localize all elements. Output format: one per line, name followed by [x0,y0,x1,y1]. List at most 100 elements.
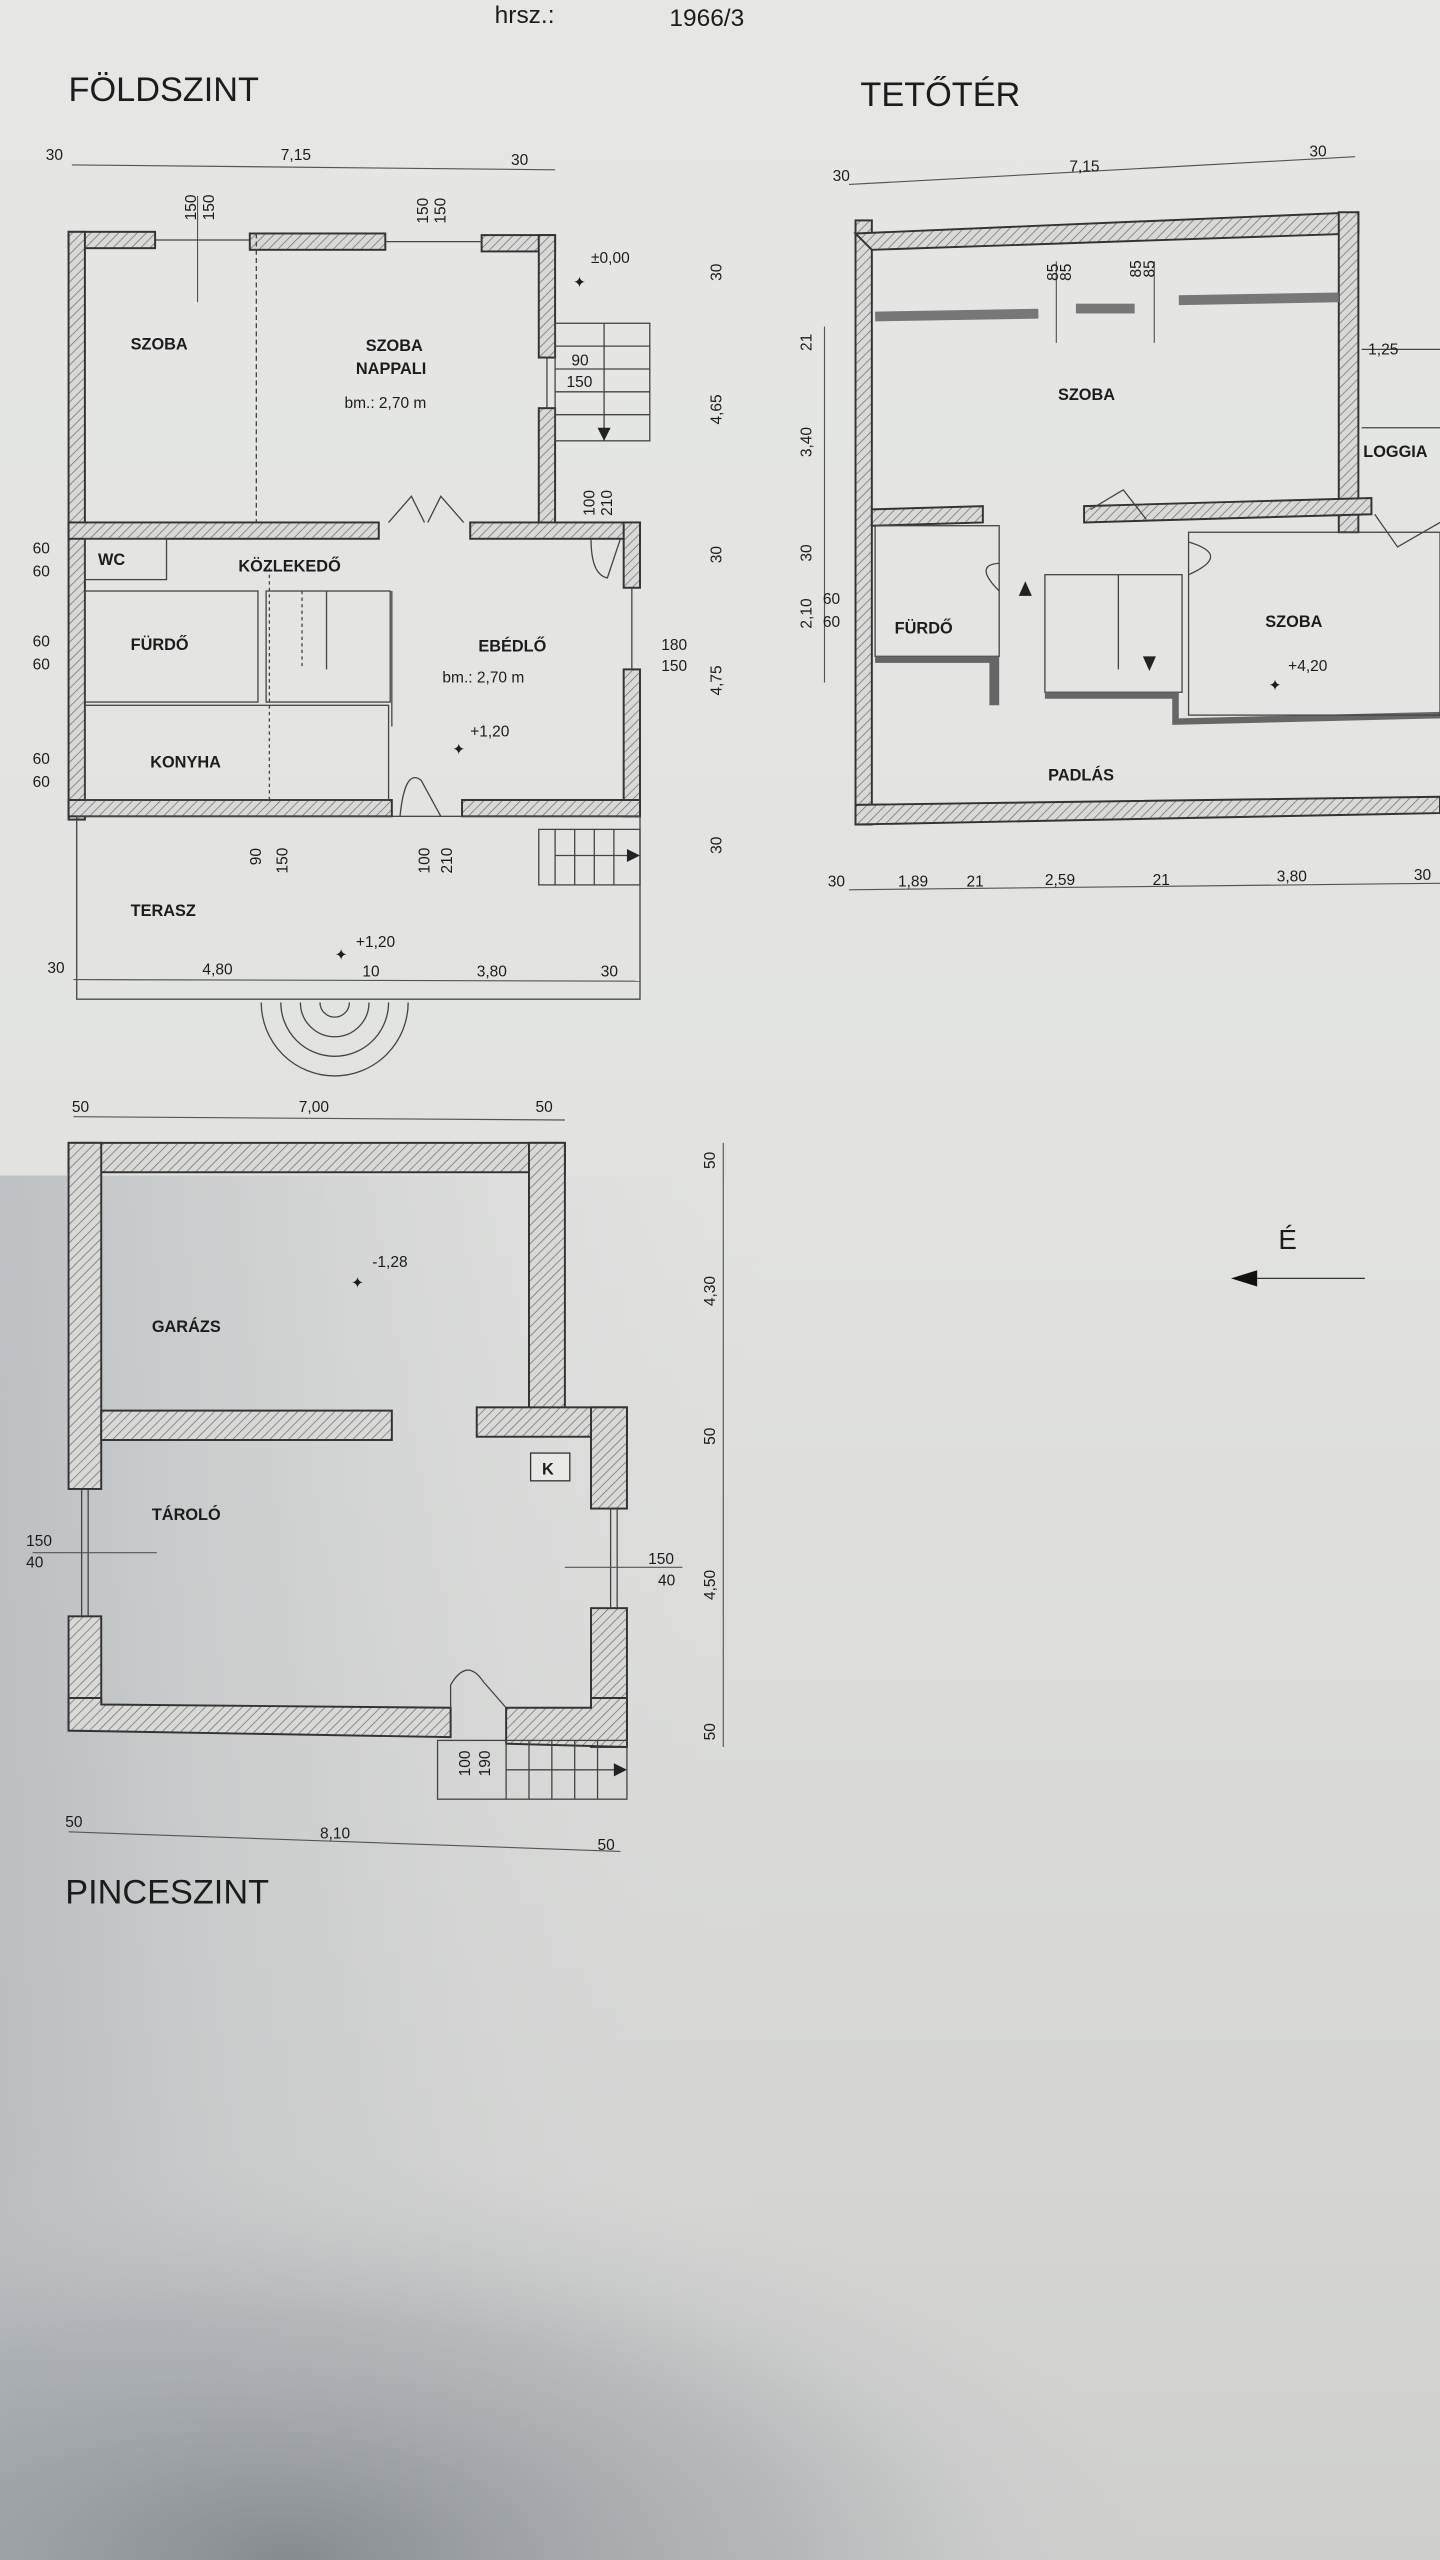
wall [1083,496,1373,524]
door-dim: 190 [477,1750,494,1776]
room-label: FÜRDŐ [131,635,189,654]
room-label: PADLÁS [1048,765,1114,784]
door-dim: 100 [416,847,433,873]
door-dim: 100 [457,1750,474,1776]
dim-label: 4,80 [202,962,233,979]
dim-label: 50 [702,1427,719,1445]
level-mark: -1,28 [372,1254,407,1271]
window-dim: 150 [433,197,450,223]
dim-label: 3,80 [1277,869,1308,886]
room-label: LOGGIA [1363,443,1428,461]
dim-label: 4,50 [702,1569,719,1600]
wall [528,1141,566,1415]
wall [537,234,557,359]
window-dim: 150 [415,197,432,223]
dim-label: 50 [598,1837,616,1854]
ceiling-height: bm.: 2,70 m [344,395,426,412]
window-dim: 90 [248,848,265,866]
wall [461,799,641,818]
wall [854,219,873,826]
wall [469,521,641,540]
level-mark: +1,20 [470,723,510,740]
window-dim: 60 [33,634,51,651]
wall [100,1409,393,1441]
room-label: SZOBA [1265,613,1322,631]
level-mark: +4,20 [1288,658,1328,675]
window-dim: 60 [823,591,841,608]
dim-label: 3,40 [798,427,815,458]
room-label: KÖZLEKEDŐ [238,556,340,575]
dim-label: 7,00 [299,1099,330,1116]
window-dim: 60 [33,656,51,673]
window-dim: 60 [823,614,841,631]
skylight-dim: 85 [1128,260,1145,277]
room-label: SZOBA [131,335,188,353]
level-mark: +1,20 [356,934,396,951]
skylight-dim: 85 [1141,260,1158,277]
window-dim: 60 [33,774,51,791]
dim-label: 10 [362,963,380,980]
door-dim: 100 [581,490,598,516]
dim-label: 30 [511,152,529,169]
photo-shadow [0,1877,1440,2560]
window-dim: 90 [571,353,589,370]
dim-label: 21 [967,874,984,891]
window-dim: 150 [26,1533,52,1550]
dim-label: 30 [709,263,726,281]
dim-label: 30 [798,544,815,562]
window-dim: 60 [33,563,51,580]
dim-label: 50 [65,1814,83,1831]
dim-label: 30 [828,874,846,891]
room-label: TERASZ [131,902,196,920]
ground-floor-title: FÖLDSZINT [69,71,259,109]
wall [854,795,1440,826]
dim-label: 30 [601,963,619,980]
window-dim: 150 [648,1551,674,1568]
dim-label: 8,10 [320,1825,351,1842]
basement-stairs [436,1739,628,1800]
wall [67,799,393,818]
hrsz-label: hrsz.: [495,2,555,29]
window-dim: 40 [658,1572,676,1589]
dim-label: 30 [47,960,65,977]
wall [248,232,387,251]
loggia-dim: 1,25 [1368,341,1398,358]
dim-label: 50 [702,1151,719,1169]
level-symbol-icon: ✦ [1269,678,1282,695]
dim-label: 4,75 [709,665,726,695]
dim-label: 30 [709,546,726,564]
room-label: KONYHA [150,753,221,771]
dim-label: 30 [46,147,64,164]
wall [622,668,641,818]
dim-label: 50 [702,1723,719,1741]
basement-title: PINCESZINT [65,1874,269,1912]
room-label: SZOBA [1058,386,1115,404]
room-label: NAPPALI [356,360,426,378]
dim-label: 4,30 [702,1276,719,1307]
skylight-dim: 85 [1045,264,1062,281]
dim-label: 30 [1309,144,1327,161]
wall [870,505,984,527]
dim-label: 1,89 [898,874,928,891]
skylight-dim: 85 [1058,264,1075,281]
basement-floor-plan: 50 7,00 50 K -1,28 ✦ GARÁZS TÁROLÓ 150 [26,1099,724,1912]
arrow-left-icon [1231,1270,1258,1287]
room-label: GARÁZS [152,1317,221,1336]
room-label: SZOBA [366,337,423,355]
dim-label: 30 [1414,867,1432,884]
north-arrow: É [1231,1224,1365,1287]
wall [590,1406,628,1510]
wall [67,521,380,540]
dim-label: 7,15 [1069,158,1099,175]
hrsz-value: 1966/3 [669,5,744,32]
window-dim: 150 [661,658,687,675]
north-label: É [1278,1224,1297,1255]
boiler-label: K [542,1460,554,1478]
wall [622,521,641,589]
dim-label: 7,15 [281,147,311,164]
wall [67,1141,103,1490]
attic-title: TETŐTÉR [860,75,1020,114]
dim-label: 30 [709,836,726,854]
level-symbol-icon: ✦ [452,741,465,758]
